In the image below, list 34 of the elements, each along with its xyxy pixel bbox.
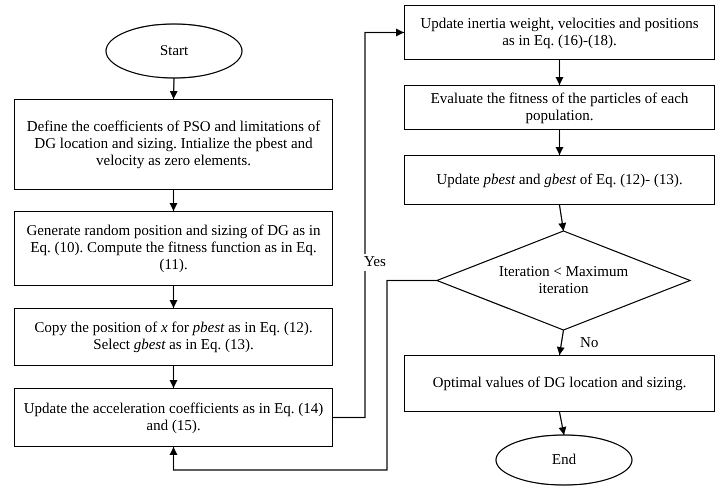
node-text: Update the acceleration coefficients as in Eq. (14) and (15). <box>23 400 324 434</box>
node-text: Evaluate the fitness of the particles of each population. <box>430 90 690 124</box>
arrow <box>170 190 178 211</box>
process-box <box>14 388 333 447</box>
process-box <box>14 308 333 366</box>
node-text: Define the coefficients of PSO and limitations of DG location and sizing. Intialize the pbest and velocity as zero elements. <box>26 119 322 170</box>
node-text: Update pbest and gbest of Eq. (12)- (13). <box>436 172 683 188</box>
arrow <box>170 280 437 471</box>
node-text: Start <box>160 42 188 60</box>
arrow <box>558 204 566 232</box>
node-text: End <box>552 452 576 468</box>
edge-label: Yes <box>362 254 388 271</box>
process-box <box>14 99 333 190</box>
arrow <box>170 286 178 308</box>
node-text: Optimal values of DG location and sizing. <box>432 375 686 392</box>
node-text: Generate random position and sizing of DG as in Eq. (10). Compute the fitness function as in Eq. (11). <box>25 223 322 274</box>
node-text: Update inertia weight, velocities and positions as in Eq. (16)-(18). <box>419 16 700 50</box>
arrow <box>170 366 178 388</box>
process-box <box>14 211 333 286</box>
process-box <box>404 155 715 205</box>
process-box <box>404 5 715 60</box>
arrow <box>333 28 404 418</box>
node-text: Iteration < Maximum iteration <box>498 264 630 298</box>
arrow <box>170 78 178 100</box>
terminal-ellipse <box>495 434 633 486</box>
arrow <box>556 330 565 356</box>
arrow <box>556 60 564 85</box>
process-box <box>404 85 715 130</box>
terminal-ellipse <box>105 23 243 79</box>
arrow <box>556 130 564 155</box>
arrow <box>558 412 566 436</box>
process-box <box>404 355 715 412</box>
node-text: Copy the position of x for pbest as in Eq. (12). Select gbest as in Eq. (13). <box>33 320 314 354</box>
decision-diamond <box>435 230 692 331</box>
